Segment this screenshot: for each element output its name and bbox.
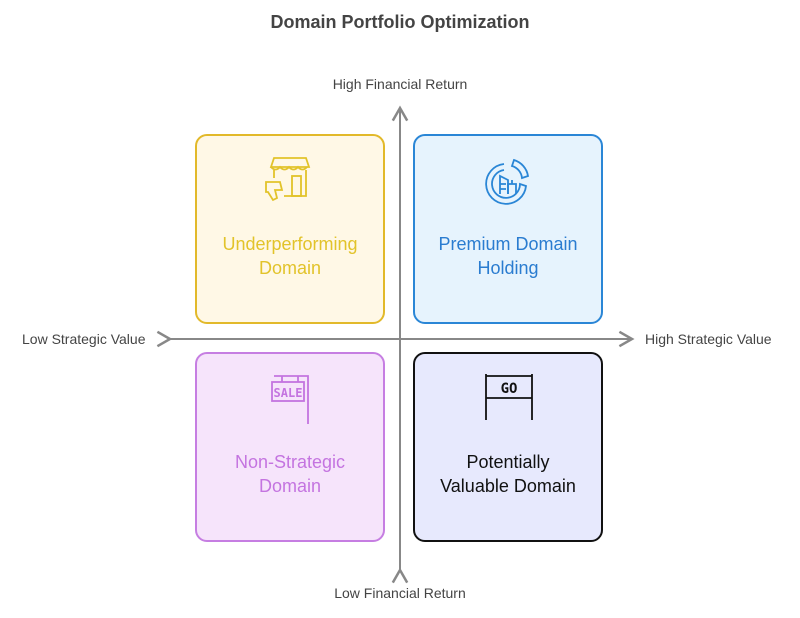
quadrant-label-line1: Potentially — [466, 452, 550, 472]
quadrant-non-strategic-domain: SALE Non-Strategic Domain — [195, 352, 385, 542]
go-sign-text: GO — [501, 381, 518, 397]
quadrant-label-line1: Underperforming — [222, 234, 358, 254]
axis-label-high-strategic-value: High Strategic Value — [645, 331, 772, 347]
quadrant-label-line1: Non-Strategic — [234, 452, 346, 472]
quadrant-label-line2: Holding — [477, 258, 539, 278]
page-title: Domain Portfolio Optimization — [270, 12, 530, 32]
sale-sign-text: SALE — [274, 386, 303, 400]
quadrant-label-line2: Domain — [258, 476, 322, 496]
quadrant-label-line1: Premium Domain — [438, 234, 578, 254]
axis-label-low-strategic-value: Low Strategic Value — [22, 331, 146, 347]
building-chart-icon — [485, 158, 530, 205]
axis-label-low-financial-return: Low Financial Return — [334, 585, 466, 601]
sale-sign-icon: SALE — [271, 375, 309, 424]
go-sign-icon: GO — [485, 374, 533, 420]
store-thumbs-down-icon — [265, 157, 311, 202]
quadrant-underperforming-domain: Underperforming Domain — [195, 134, 385, 324]
axis-label-high-financial-return: High Financial Return — [332, 76, 468, 92]
quadrant-potentially-valuable-domain: GO Potentially Valuable Domain — [413, 352, 603, 542]
quadrant-label-line2: Domain — [258, 258, 322, 278]
quadrant-premium-domain-holding: Premium Domain Holding — [413, 134, 603, 324]
quadrant-label-line2: Valuable Domain — [440, 476, 576, 496]
